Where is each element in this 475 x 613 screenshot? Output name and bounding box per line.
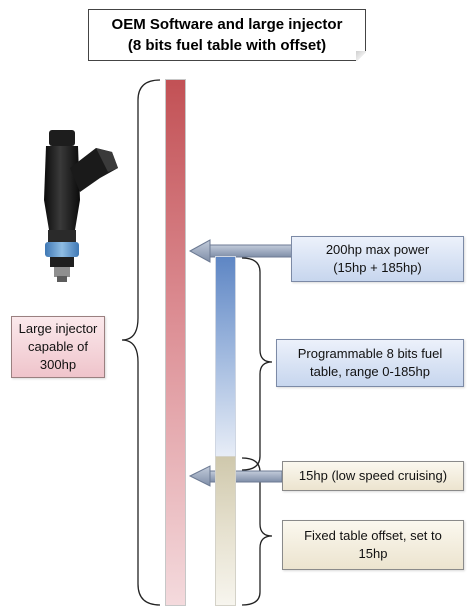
offset-brace — [241, 457, 273, 606]
diagram-title: OEM Software and large injector (8 bits … — [88, 9, 366, 61]
fuel-table-bar — [215, 256, 236, 471]
fuel-table-brace — [241, 257, 273, 471]
title-line-1: OEM Software and large injector — [111, 16, 343, 33]
max-power-label: 200hp max power (15hp + 185hp) — [291, 236, 464, 282]
large-injector-label: Large injector capable of 300hp — [11, 316, 105, 378]
injector-capacity-bar — [165, 79, 186, 606]
title-fold-corner — [356, 51, 366, 61]
title-line-2: (8 bits fuel table with offset) — [127, 37, 327, 54]
fuel-injector-icon — [44, 130, 118, 282]
low-speed-arrow — [188, 465, 283, 487]
max-power-arrow — [188, 239, 293, 263]
low-speed-label: 15hp (low speed cruising) — [282, 461, 464, 491]
offset-label: Fixed table offset, set to 15hp — [282, 520, 464, 570]
fuel-table-label: Programmable 8 bits fuel table, range 0-… — [276, 339, 464, 387]
offset-bar — [215, 456, 236, 606]
left-brace — [121, 79, 161, 606]
